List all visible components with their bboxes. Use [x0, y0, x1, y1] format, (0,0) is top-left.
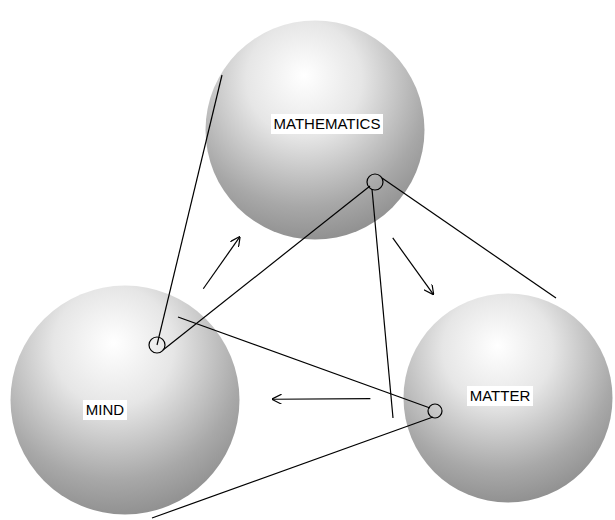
sphere-node: MATTER — [403, 293, 613, 503]
sphere-body — [404, 294, 613, 503]
sphere-label: MATHEMATICS — [271, 114, 384, 134]
flow-arrow — [273, 398, 371, 400]
sphere-body — [206, 21, 425, 240]
sphere-label: MATTER — [467, 386, 534, 406]
sphere-label: MIND — [83, 400, 127, 420]
cone-line — [157, 75, 222, 345]
sphere-node: MATHEMATICS — [205, 20, 425, 240]
cone-line — [372, 189, 393, 418]
flow-arrow — [203, 237, 239, 289]
sphere-node: MIND — [10, 285, 240, 515]
sphere-body — [11, 286, 240, 515]
cone-line — [382, 178, 556, 298]
flow-arrow — [393, 238, 433, 294]
